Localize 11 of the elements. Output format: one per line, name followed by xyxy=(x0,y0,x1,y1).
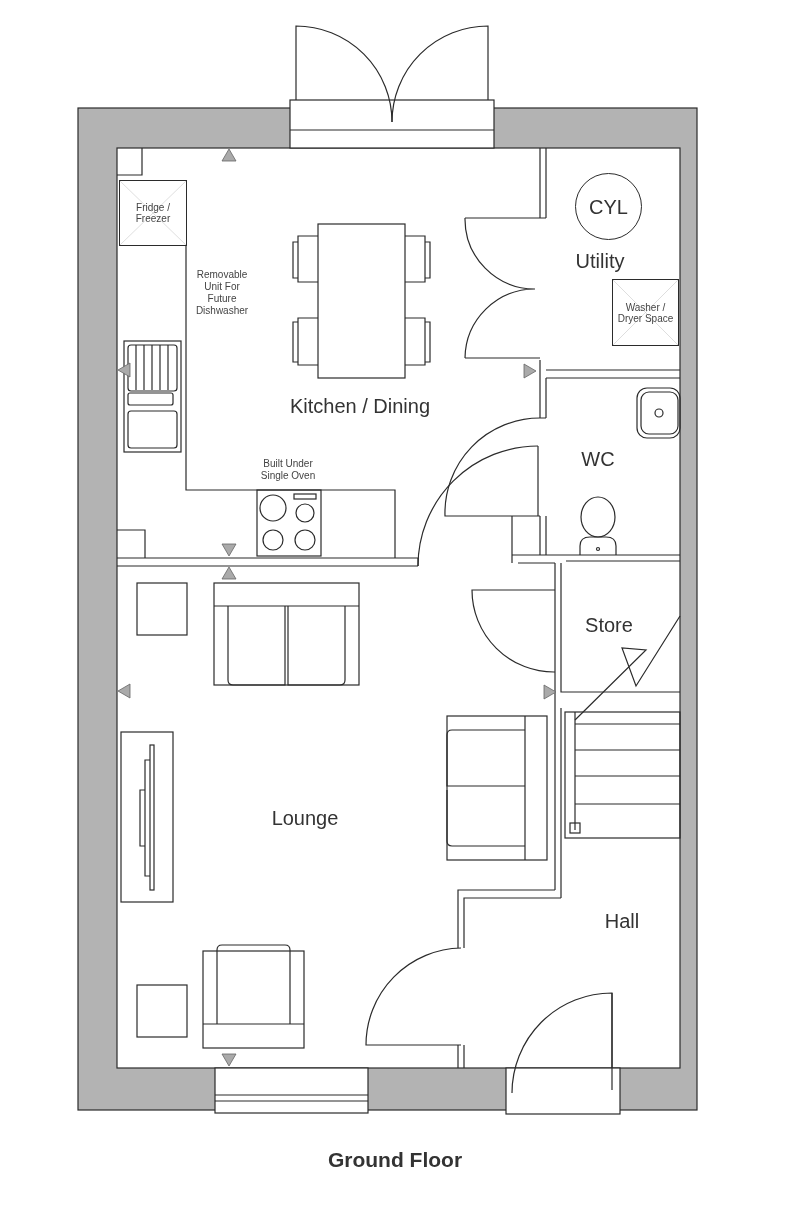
caption: Ground Floor xyxy=(326,1147,464,1173)
room-label: WC xyxy=(570,444,626,474)
fixture-note: Built Under Single Oven xyxy=(259,458,317,482)
room-label: Lounge xyxy=(255,803,355,833)
appliance-space: Fridge / Freezer xyxy=(119,180,187,246)
fixture-note: Removable Unit For Future Dishwasher xyxy=(194,269,250,317)
room-label: Kitchen / Dining xyxy=(270,391,450,421)
appliance-space: Washer / Dryer Space xyxy=(612,279,679,346)
room-label: Hall xyxy=(595,906,649,936)
room-label: Store xyxy=(570,610,648,640)
room-label: Utility xyxy=(555,246,645,276)
